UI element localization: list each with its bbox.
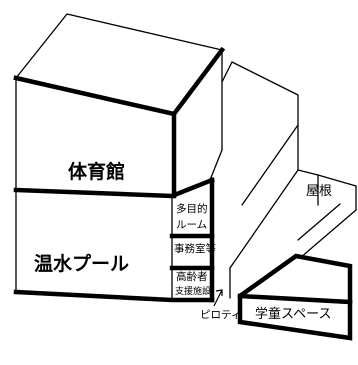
roof-inner-line bbox=[297, 203, 341, 241]
gym-floor-line bbox=[13, 177, 215, 199]
wing-roof-edge bbox=[231, 61, 299, 96]
wing-diagonal-1 bbox=[229, 169, 299, 269]
gym-roof-face bbox=[15, 13, 223, 115]
roof-label: 屋根 bbox=[306, 184, 332, 199]
pool-label: 温水プール bbox=[34, 252, 129, 275]
wing-diagonal-3 bbox=[241, 124, 299, 206]
roof-top-edge bbox=[297, 169, 319, 176]
wing-diagonal-2 bbox=[209, 149, 223, 181]
gym-label: 体育館 bbox=[68, 160, 125, 183]
pool-floor-line bbox=[13, 289, 215, 303]
office-label: 事務室等 bbox=[174, 242, 216, 255]
multipurpose-label-1: 多目的 bbox=[176, 202, 208, 215]
wing-top-edge bbox=[221, 61, 233, 83]
piloti-label: ピロティ bbox=[200, 309, 241, 321]
roof-right-edge bbox=[317, 174, 357, 187]
after-school-label: 学童スペース bbox=[255, 306, 331, 322]
elderly-label-2: 支援施設 bbox=[175, 285, 211, 297]
piloti-arrow bbox=[213, 289, 223, 307]
multipurpose-label-2: ルーム bbox=[176, 219, 207, 231]
roof-front-edge bbox=[299, 209, 357, 259]
gym-roofline bbox=[13, 46, 226, 117]
after-school-mid-floor bbox=[237, 293, 353, 305]
elderly-label-1: 高齢者 bbox=[176, 270, 208, 283]
